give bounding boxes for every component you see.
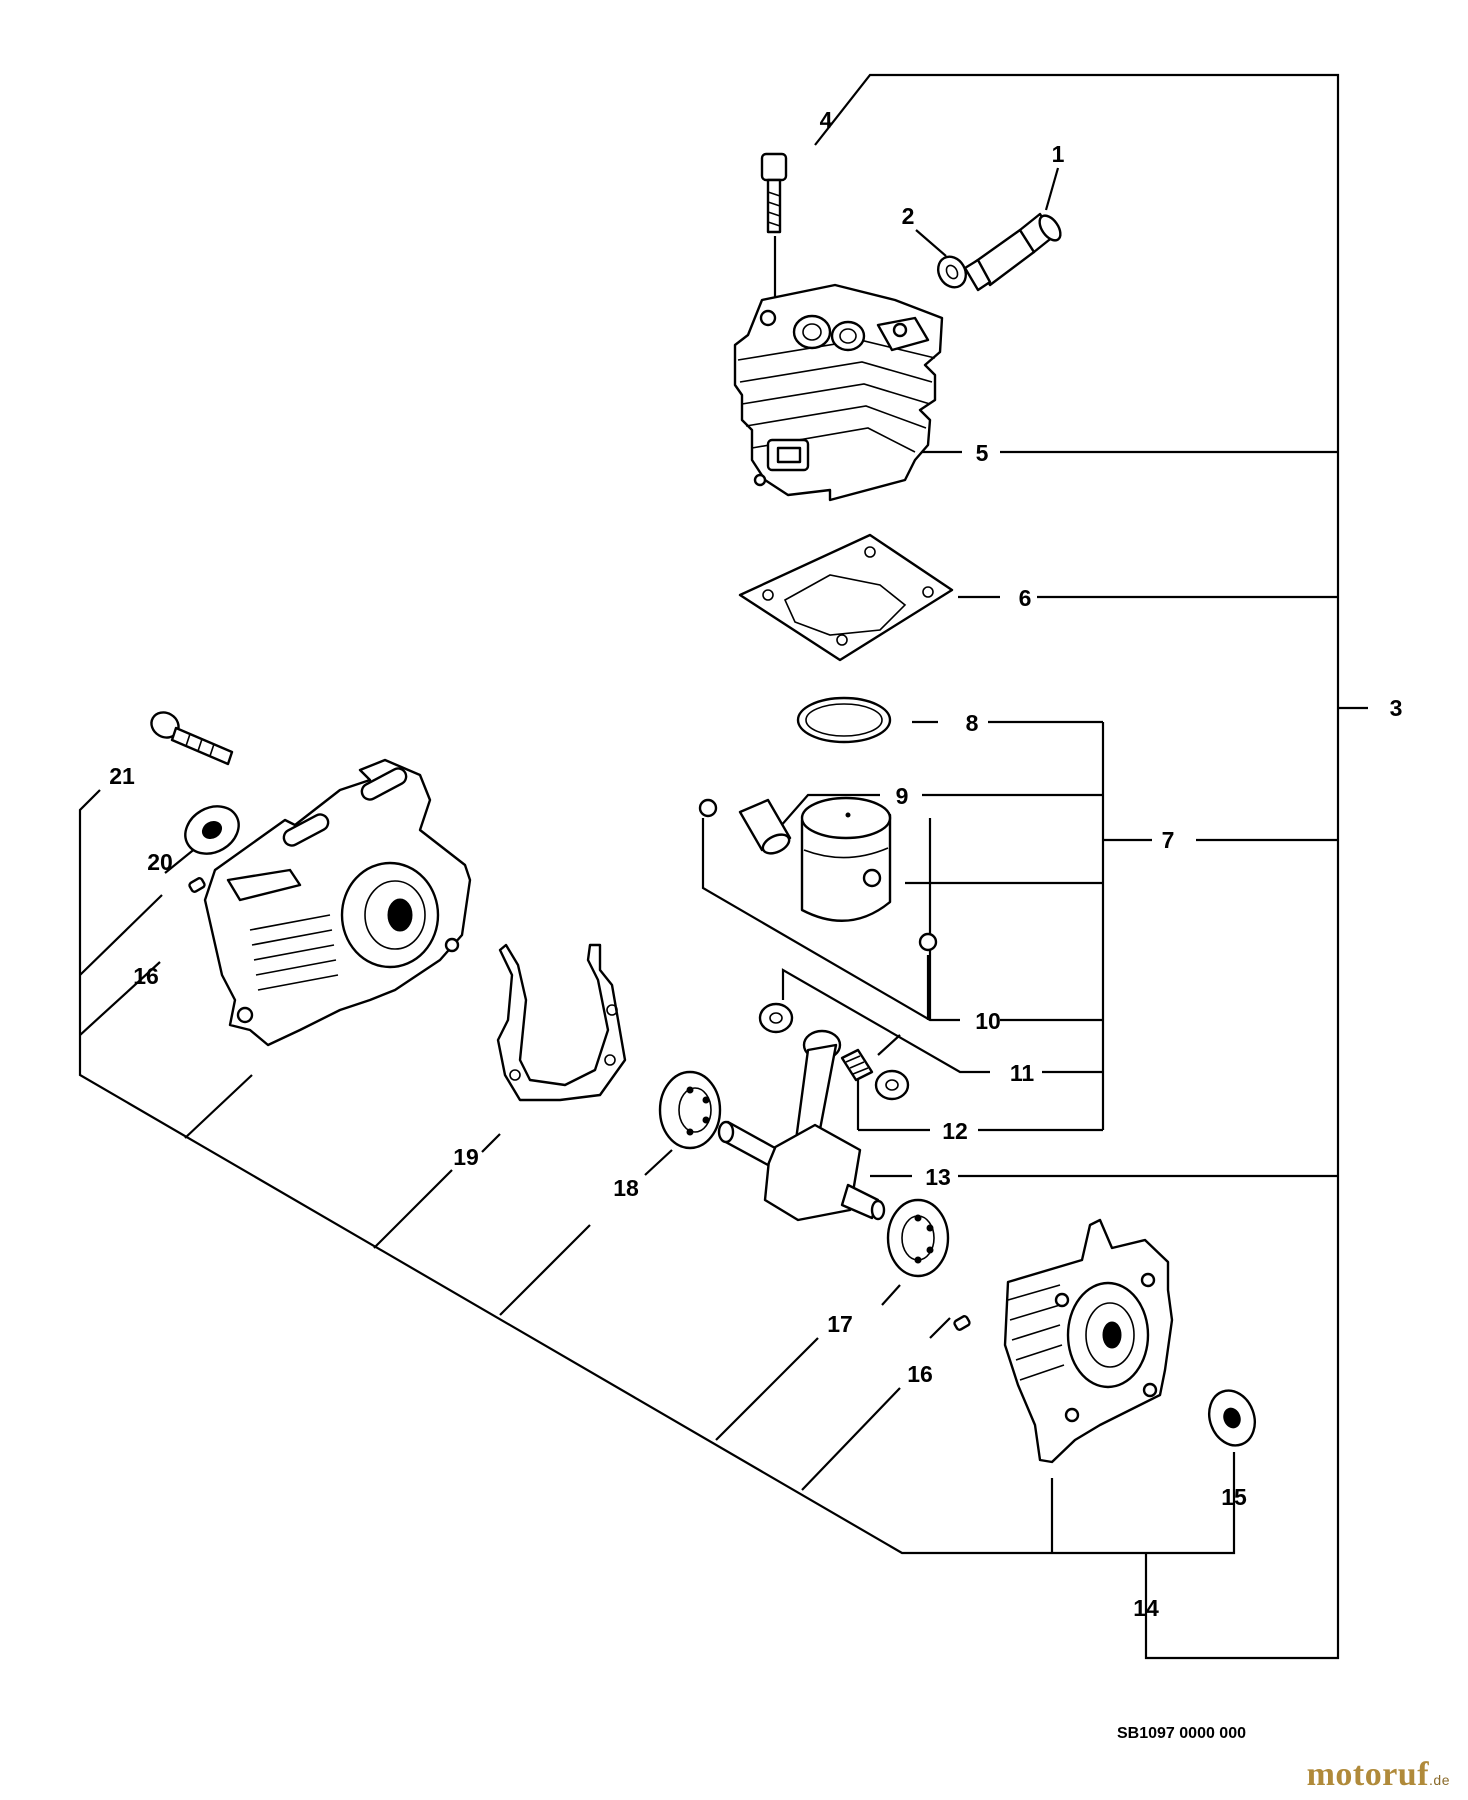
callout-12: 12 <box>942 1118 968 1144</box>
callout-21: 21 <box>109 763 135 789</box>
crankshaft <box>717 1029 886 1222</box>
callout-4: 4 <box>820 107 833 133</box>
callout-16-right: 16 <box>907 1361 933 1387</box>
main-bearing-right <box>886 1198 950 1278</box>
callout-14: 14 <box>1133 1595 1159 1621</box>
callout-6: 6 <box>1019 585 1032 611</box>
callout-18: 18 <box>613 1175 639 1201</box>
callout-13: 13 <box>925 1164 951 1190</box>
callout-16-left: 16 <box>133 963 159 989</box>
crankcase-right <box>1003 1218 1174 1464</box>
cylinder-gasket <box>738 533 954 662</box>
dowel-pin-left <box>188 877 206 893</box>
callout-8: 8 <box>966 710 979 736</box>
oil-seal-left <box>184 805 240 855</box>
callout-11: 11 <box>1010 1060 1035 1086</box>
circlip-left <box>698 798 718 818</box>
circlip-right <box>918 932 938 952</box>
leader-lines <box>78 73 1368 1660</box>
callout-10: 10 <box>975 1008 1001 1034</box>
crankcase-left <box>203 758 472 1047</box>
callout-19: 19 <box>453 1144 479 1170</box>
callout-3: 3 <box>1390 695 1403 721</box>
callout-20: 20 <box>147 849 173 875</box>
callout-2: 2 <box>902 203 915 229</box>
callout-17: 17 <box>827 1311 853 1337</box>
watermark-name: motoruf <box>1306 1756 1430 1793</box>
spark-plug-washer <box>936 255 968 289</box>
spark-plug <box>963 212 1062 292</box>
reference-code: SB1097 0000 000 <box>1117 1725 1246 1742</box>
callout-15: 15 <box>1221 1484 1247 1510</box>
callout-1: 1 <box>1052 141 1065 167</box>
needle-bearing <box>840 1048 874 1082</box>
crankcase-gasket <box>496 943 627 1102</box>
callout-labels: 1 2 3 4 5 6 7 8 9 10 11 12 13 14 15 16 1… <box>109 107 1402 1621</box>
piston-pin <box>738 798 792 855</box>
piston-ring <box>796 696 892 744</box>
oil-seal-right <box>1208 1389 1256 1447</box>
thrust-washer-right <box>874 1069 910 1101</box>
cylinder-bolt <box>760 152 788 234</box>
crankcase-bolt <box>150 711 234 766</box>
piston <box>800 796 892 922</box>
callout-9: 9 <box>896 783 909 809</box>
dowel-pin-right <box>953 1315 971 1331</box>
thrust-washer-left <box>758 1002 794 1034</box>
callout-7: 7 <box>1162 827 1175 853</box>
watermark-logo: motoruf.de <box>1307 1756 1450 1794</box>
main-bearing-left <box>658 1070 722 1150</box>
callout-5: 5 <box>976 440 989 466</box>
cylinder <box>733 283 944 502</box>
watermark-suffix: .de <box>1429 1772 1450 1788</box>
